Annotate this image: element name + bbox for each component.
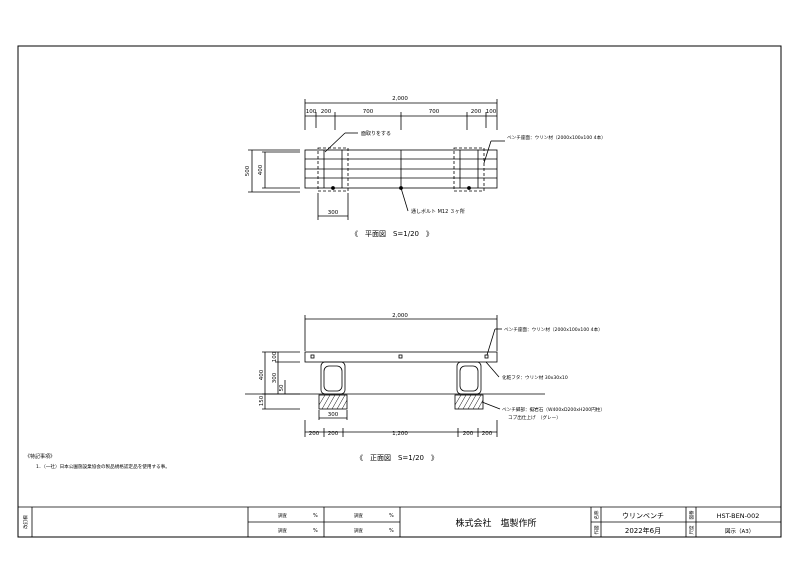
date-label: 作図 xyxy=(593,525,600,534)
plan-note-chamfer: 面取りをする xyxy=(361,130,391,137)
front-note-seat: ベンチ座面：ウリン材（2000x100x100 4本） xyxy=(504,326,603,333)
company-name: 株式会社 塩製作所 xyxy=(455,517,536,529)
front-bottom-dim-1: 200 xyxy=(309,431,320,437)
front-overall-dim: 2,000 xyxy=(392,313,408,319)
plan-top-dim-4: 700 xyxy=(429,109,440,115)
sign-label-2: 調査 xyxy=(354,512,363,519)
name-label: 名称 xyxy=(593,510,600,519)
slash-mark-4: % xyxy=(389,528,394,534)
front-view xyxy=(245,315,545,437)
scale-label: 尺度 xyxy=(688,525,695,534)
front-left-dim-50: 50 xyxy=(279,384,285,391)
plan-top-dim-6: 100 xyxy=(486,109,497,115)
sign-label-3: 調査 xyxy=(278,527,287,534)
plan-overall-dim: 2,000 xyxy=(392,96,408,102)
front-bottom-dim-5: 200 xyxy=(482,431,493,437)
slash-mark-2: % xyxy=(389,513,394,519)
plan-note-seat: ベンチ座面：ウリン材（2000x100x100 4本） xyxy=(507,134,606,141)
front-left-dim-150: 150 xyxy=(259,395,265,406)
front-note-cap: 化粧フタ：ウリン材 30x30x10 xyxy=(502,374,568,381)
front-left-dim-400: 400 xyxy=(259,369,265,380)
sign-label-1: 調査 xyxy=(278,512,287,519)
front-bottom-dim-2: 200 xyxy=(328,431,339,437)
slash-mark-3: % xyxy=(313,528,318,534)
plan-top-dim-1: 100 xyxy=(306,109,317,115)
plan-view xyxy=(248,99,505,220)
revision-label: 改訂欄 xyxy=(22,515,29,529)
sign-label-4: 調査 xyxy=(354,527,363,534)
plan-top-dim-3: 700 xyxy=(363,109,374,115)
sheet-border xyxy=(17,45,782,538)
front-note-leg-1: ベンチ脚部：擬岩石（W400xD200xH200円柱） xyxy=(502,406,605,413)
date-value: 2022年6月 xyxy=(625,526,661,535)
front-foot-dim: 300 xyxy=(328,412,339,418)
plan-left-dim-outer: 500 xyxy=(245,165,251,176)
drawing-no-value: HST-BEN-002 xyxy=(717,512,760,520)
scale-value: 図示（A3） xyxy=(725,528,754,535)
plan-top-dim-2: 200 xyxy=(321,109,332,115)
front-caption: 《 正面図 S=1/20 》 xyxy=(356,454,438,462)
front-left-dim-100: 100 xyxy=(272,351,278,362)
drawing-no-label: 図番 xyxy=(688,510,695,519)
notes-item-1: 1．（一社）日本公園施設業協会の製品規格認定品を使用する事。 xyxy=(36,463,170,470)
slash-mark-1: % xyxy=(313,513,318,519)
plan-note-bolt: 通しボルト M12 ３ヶ所 xyxy=(411,208,465,215)
plan-top-dim-5: 200 xyxy=(471,109,482,115)
name-value: ウリンベンチ xyxy=(622,512,664,520)
front-note-leg-2: コブ出仕上げ （グレー） xyxy=(508,414,561,421)
plan-left-dim-inner: 400 xyxy=(258,164,264,175)
plan-caption: 《 平面図 S=1/20 》 xyxy=(351,230,433,238)
front-bottom-dim-4: 200 xyxy=(463,431,474,437)
front-left-dim-300: 300 xyxy=(272,372,278,383)
front-bottom-dim-3: 1,200 xyxy=(392,431,408,437)
notes-heading: 《特記事項》 xyxy=(25,453,55,460)
plan-bottom-dim: 300 xyxy=(328,210,339,216)
title-block xyxy=(18,506,781,537)
